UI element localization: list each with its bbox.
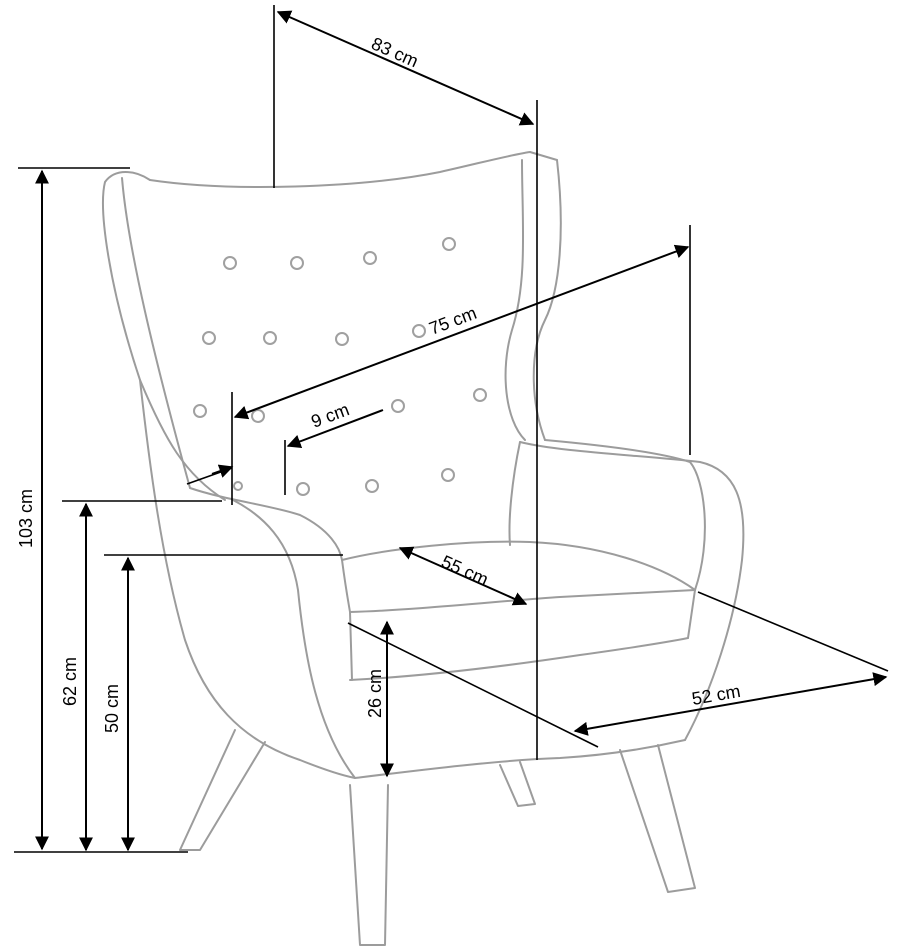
dimension-depth-top: 83 cm xyxy=(273,5,538,760)
armchair-drawing xyxy=(102,151,745,946)
right-wing xyxy=(504,159,526,441)
label-seat-width: 52 cm xyxy=(690,681,742,709)
leg-front-left xyxy=(349,784,389,946)
leg-front-right xyxy=(619,744,696,893)
right-armrest-inner xyxy=(544,439,706,591)
label-depth-top: 83 cm xyxy=(368,33,421,71)
left-body-outer xyxy=(139,379,356,779)
label-total-height: 103 cm xyxy=(16,489,36,548)
dimension-seat-depth: 55 cm xyxy=(398,546,528,606)
dimension-seat-height: 50 cm xyxy=(102,554,343,852)
right-armrest xyxy=(519,441,745,741)
leg-back-right xyxy=(499,761,536,807)
label-arm-height: 62 cm xyxy=(60,657,80,706)
seat-right-side xyxy=(687,589,696,639)
label-seat-height: 50 cm xyxy=(102,684,122,733)
left-wing xyxy=(102,171,226,501)
seat-front-bottom xyxy=(349,637,689,681)
tufted-buttons xyxy=(193,237,487,496)
label-armrest: 9 cm xyxy=(308,399,352,431)
label-width: 75 cm xyxy=(426,303,479,339)
left-wing-inner xyxy=(121,177,191,489)
dimension-cushion: 26 cm xyxy=(365,620,394,778)
dimension-armrest: 9 cm xyxy=(186,399,384,495)
seat-top xyxy=(341,540,696,591)
leg-back-left xyxy=(179,729,266,851)
dimension-seat-width: 52 cm xyxy=(347,591,889,748)
dimension-arm-height: 62 cm xyxy=(60,500,222,852)
lower-base xyxy=(354,739,686,779)
left-armrest xyxy=(189,487,343,561)
label-seat-depth: 55 cm xyxy=(438,551,491,589)
dimension-total-height: 103 cm xyxy=(14,167,188,853)
right-armrest-side xyxy=(508,441,521,546)
left-armrest-front xyxy=(232,499,356,779)
seat-front-top xyxy=(349,589,696,613)
seat-left-side xyxy=(341,559,353,681)
backrest-top xyxy=(149,151,558,188)
label-cushion: 26 cm xyxy=(365,669,385,718)
